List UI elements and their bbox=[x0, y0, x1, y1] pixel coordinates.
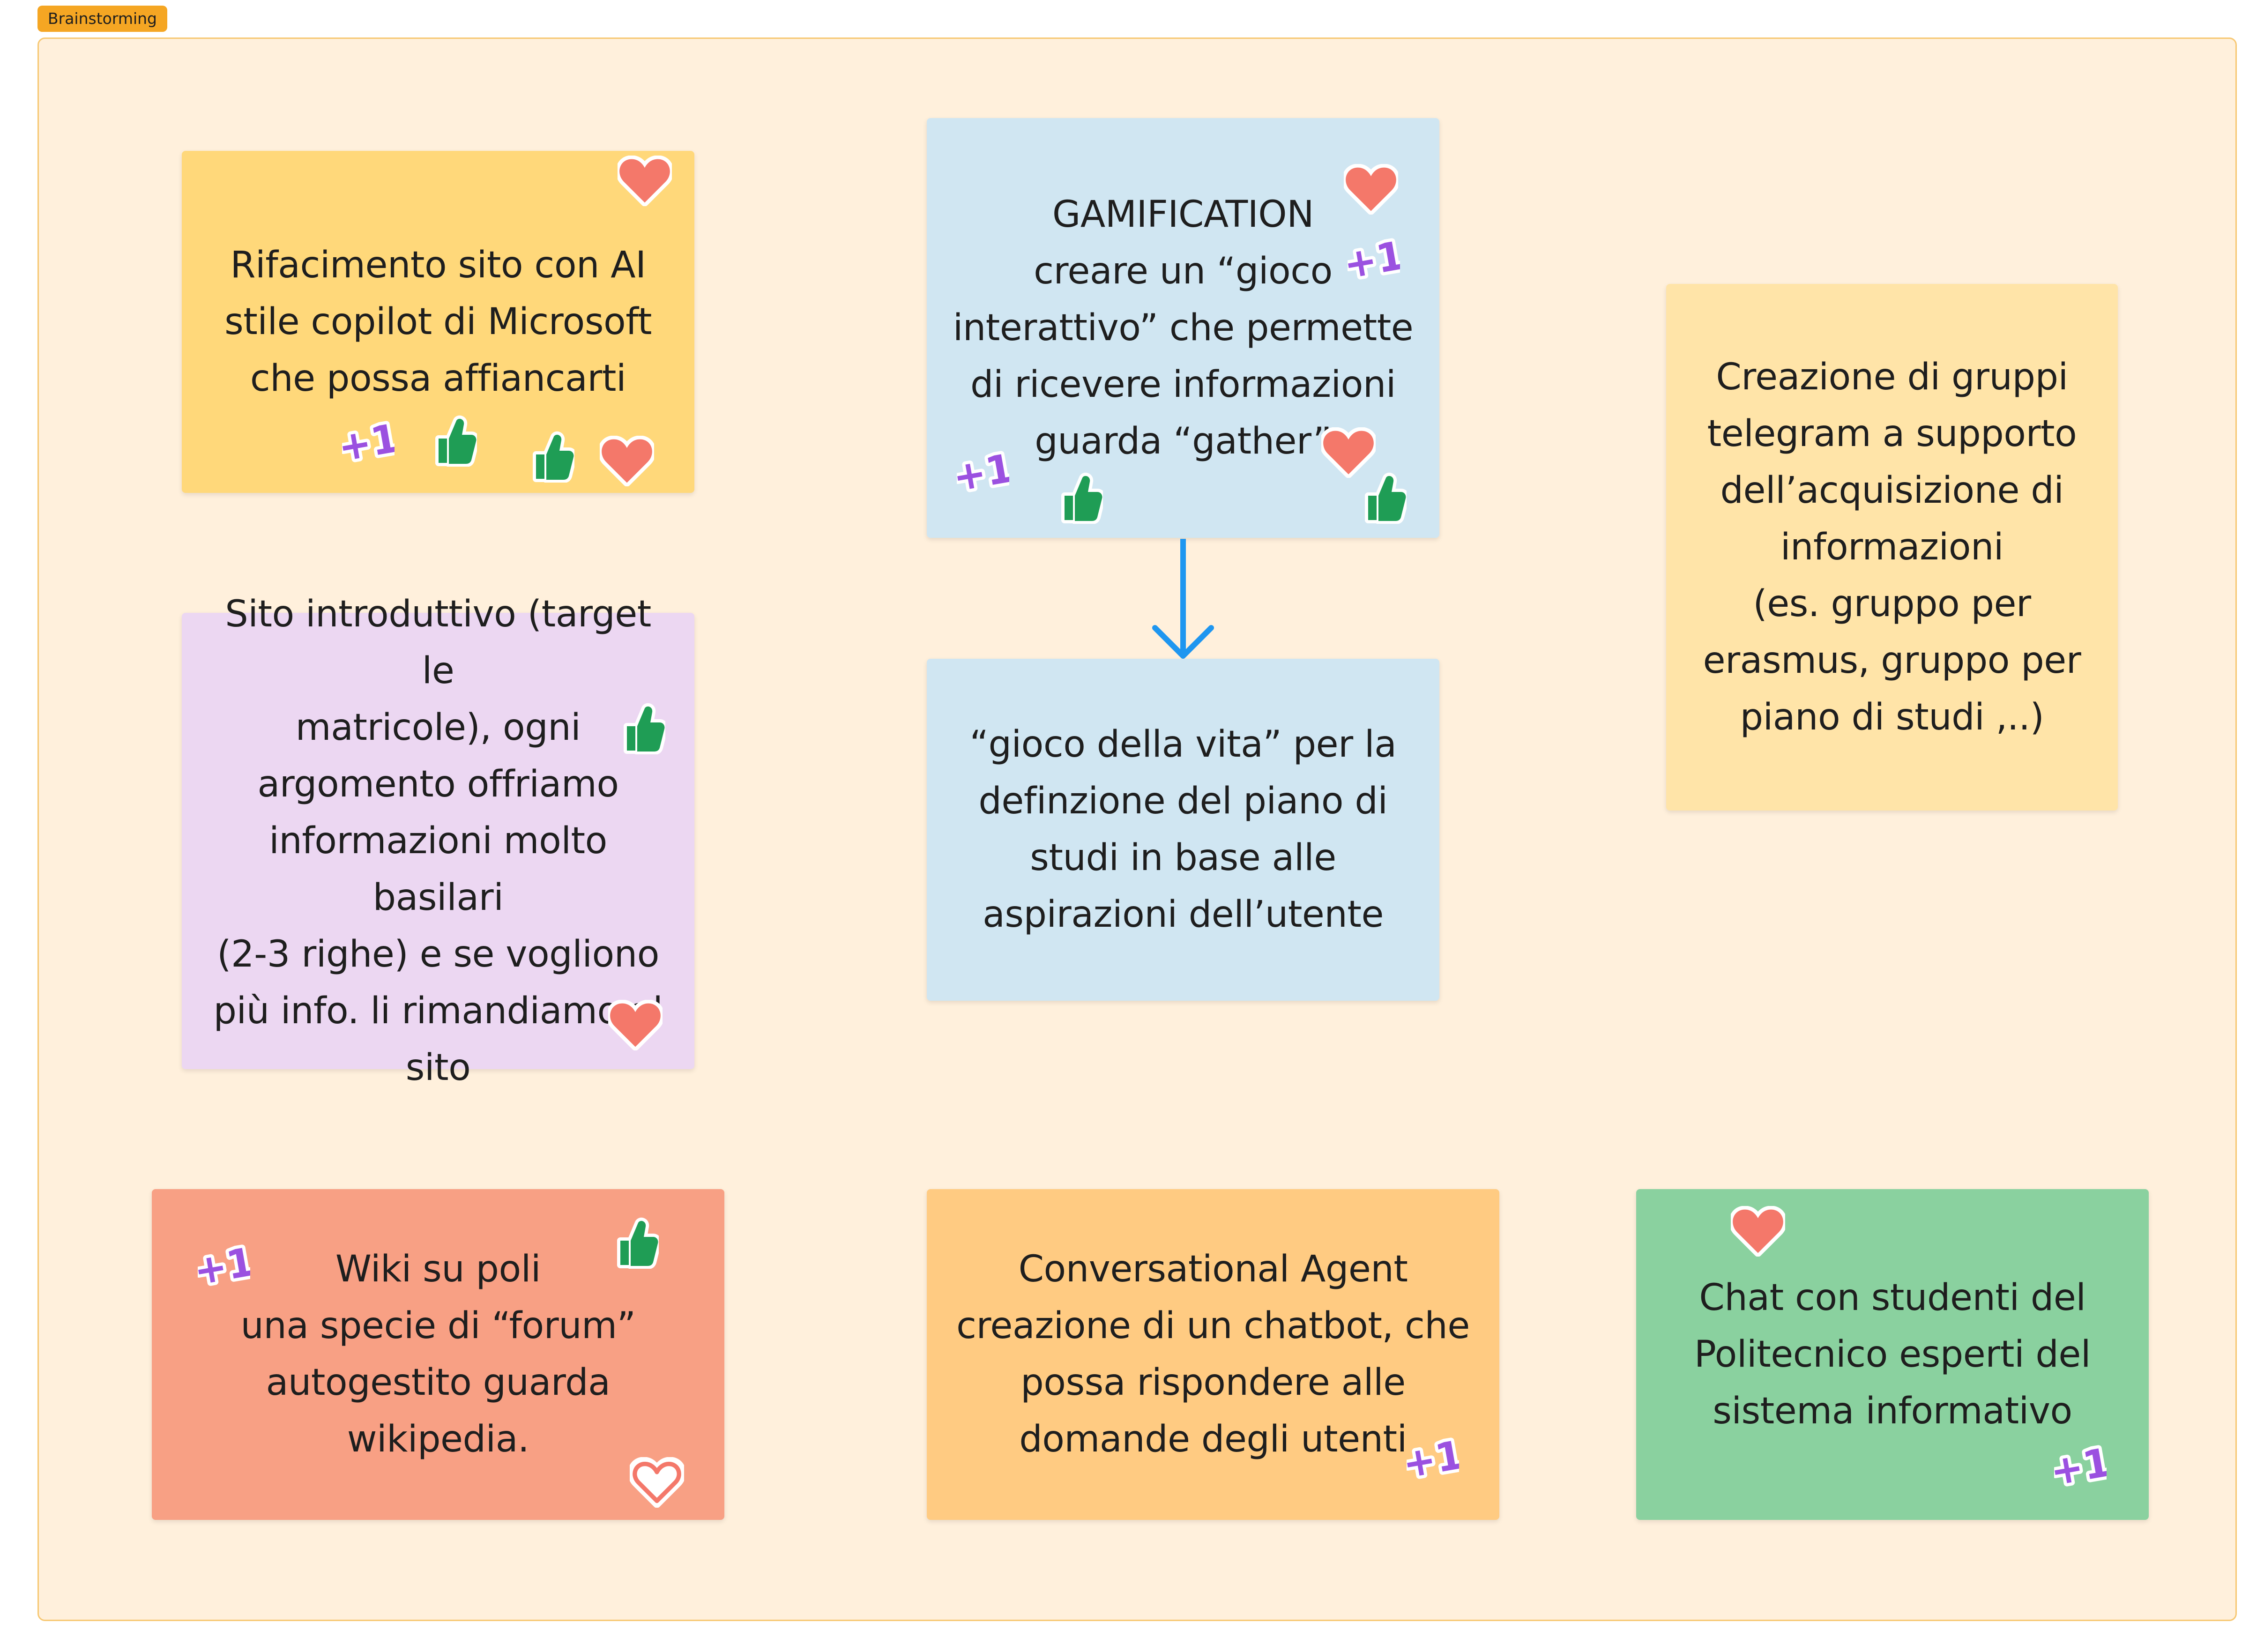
svg-text:+1: +1 bbox=[198, 1243, 250, 1289]
sticky-note-intro-site[interactable]: Sito introduttivo (target le matricole),… bbox=[182, 593, 694, 1089]
plus-one-sticker-icon[interactable]: +1 +1 bbox=[1348, 236, 1400, 283]
sticky-note-text: Conversational Agent creazione di un cha… bbox=[956, 1248, 1470, 1460]
sticky-note-conversational-agent[interactable]: Conversational Agent creazione di un cha… bbox=[927, 1189, 1499, 1520]
svg-text:+1: +1 bbox=[1407, 1436, 1459, 1482]
thumbs-up-sticker-icon[interactable] bbox=[618, 703, 665, 754]
svg-text:+1: +1 bbox=[1348, 236, 1400, 283]
heart-sticker-icon[interactable] bbox=[630, 1457, 684, 1508]
svg-text:+1: +1 bbox=[342, 419, 395, 466]
plus-one-sticker-icon[interactable]: +1 +1 bbox=[198, 1243, 250, 1289]
heart-sticker-icon[interactable] bbox=[608, 1000, 663, 1050]
sticky-note-text: Creazione di gruppi telegram a supporto … bbox=[1703, 356, 2081, 738]
svg-text:+1: +1 bbox=[1348, 236, 1400, 283]
svg-text:+1: +1 bbox=[198, 1243, 250, 1289]
heart-sticker-icon[interactable] bbox=[600, 436, 654, 486]
heart-sticker-icon[interactable] bbox=[1321, 427, 1376, 478]
thumbs-up-sticker-icon[interactable] bbox=[612, 1217, 659, 1269]
sticky-note-text: Sito introduttivo (target le matricole),… bbox=[213, 593, 663, 1089]
sticky-note-student-chat[interactable]: Chat con studenti del Politecnico espert… bbox=[1636, 1189, 2149, 1520]
svg-text:+1: +1 bbox=[2054, 1443, 2107, 1490]
sticky-note-telegram-groups[interactable]: Creazione di gruppi telegram a supporto … bbox=[1666, 284, 2118, 811]
plus-one-sticker-icon[interactable]: +1 +1 bbox=[957, 449, 1009, 496]
plus-one-sticker-icon[interactable]: +1 +1 bbox=[1407, 1436, 1459, 1482]
sticky-note-text: Rifacimento sito con AI stile copilot di… bbox=[224, 244, 652, 400]
sticky-note-text: Chat con studenti del Politecnico espert… bbox=[1694, 1276, 2091, 1432]
thumbs-up-sticker-icon[interactable] bbox=[430, 415, 477, 467]
thumbs-up-sticker-icon[interactable] bbox=[528, 431, 574, 483]
section-label[interactable]: Brainstorming bbox=[37, 6, 167, 32]
plus-one-sticker-icon[interactable]: +1 +1 bbox=[342, 419, 395, 466]
svg-text:+1: +1 bbox=[957, 449, 1009, 496]
svg-text:+1: +1 bbox=[342, 419, 395, 466]
svg-text:+1: +1 bbox=[1407, 1436, 1459, 1482]
svg-text:+1: +1 bbox=[957, 449, 1009, 496]
heart-sticker-icon[interactable] bbox=[1344, 164, 1398, 215]
sticky-note-game-of-life[interactable]: “gioco della vita” per la definzione del… bbox=[927, 659, 1439, 1001]
plus-one-sticker-icon[interactable]: +1 +1 bbox=[2054, 1443, 2107, 1490]
connector-arrow[interactable] bbox=[1150, 539, 1216, 661]
sticky-note-text: “gioco della vita” per la definzione del… bbox=[969, 723, 1397, 936]
thumbs-up-sticker-icon[interactable] bbox=[1360, 472, 1407, 524]
svg-text:+1: +1 bbox=[2054, 1443, 2107, 1490]
sticky-note-text: Wiki su poli una specie di “forum” autog… bbox=[240, 1248, 636, 1460]
sticky-note-text: GAMIFICATION creare un “gioco interattiv… bbox=[953, 193, 1414, 462]
thumbs-up-sticker-icon[interactable] bbox=[1056, 472, 1103, 524]
heart-sticker-icon[interactable] bbox=[618, 156, 672, 206]
heart-sticker-icon[interactable] bbox=[1731, 1206, 1785, 1257]
